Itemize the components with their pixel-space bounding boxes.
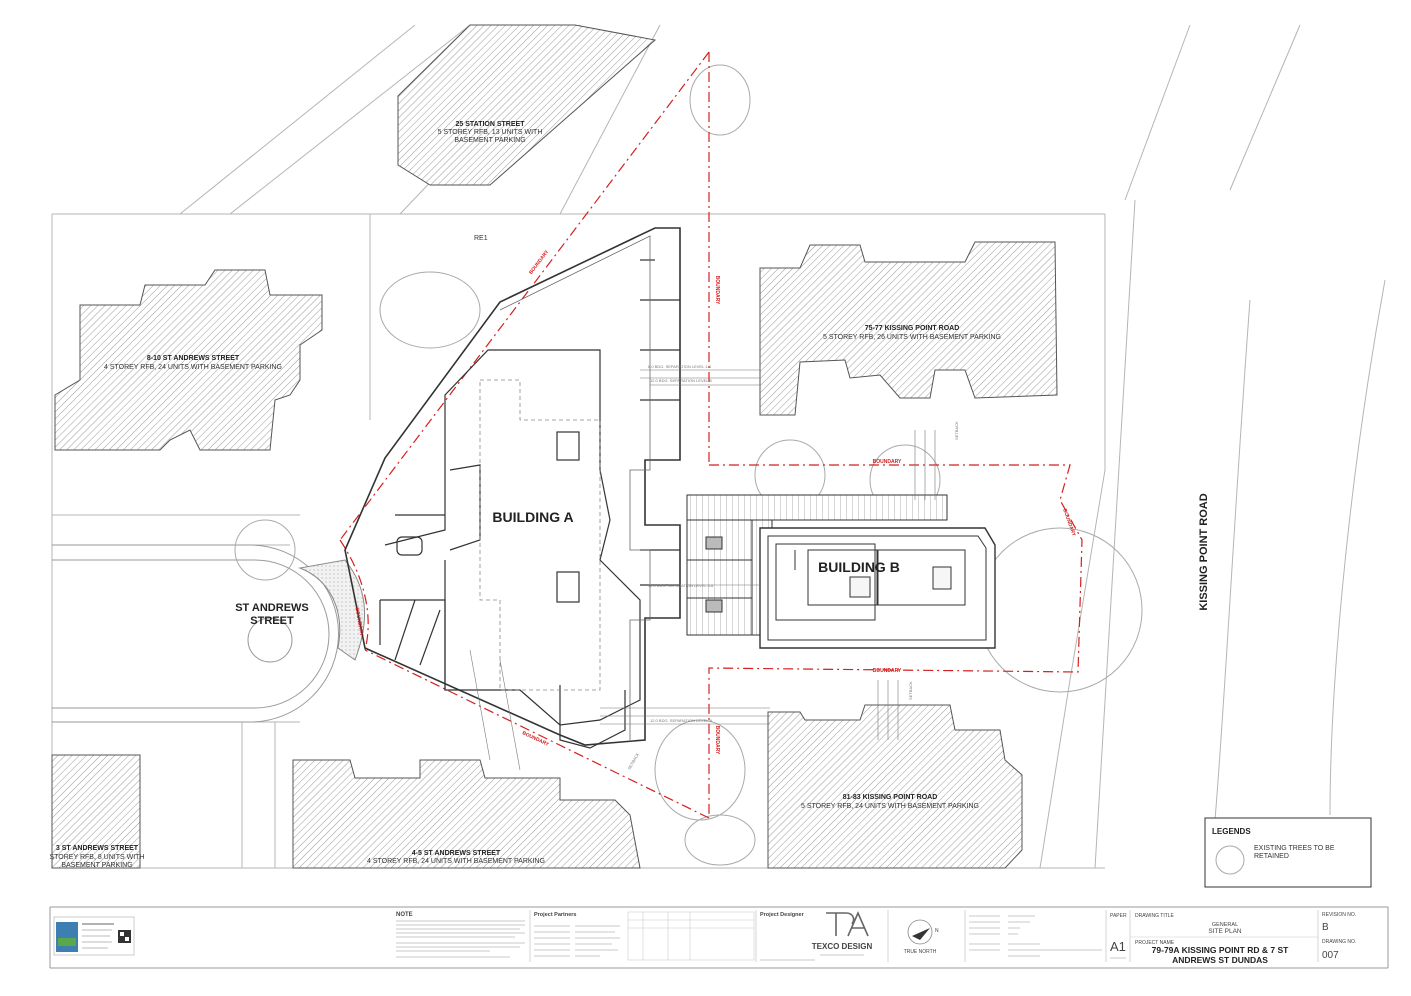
north-label: TRUE NORTH <box>904 949 937 955</box>
qr-code-icon <box>118 930 131 943</box>
label-3-st-andrews: 3 ST ANDREWS STREET <box>56 845 139 852</box>
svg-text:BASEMENT PARKING: BASEMENT PARKING <box>454 137 525 144</box>
svg-text:12.0 BDG. SEPARATION LEVEL 5: 12.0 BDG. SEPARATION LEVEL 5 <box>650 378 713 383</box>
cul-de-sac <box>52 544 366 723</box>
svg-text:GENERAL: GENERAL <box>1212 922 1238 928</box>
tree-symbol-icon <box>1215 845 1245 875</box>
drawing-number: 007 <box>1322 950 1339 961</box>
svg-text:12.0 BDG. SEPARATION LEVEL N: 12.0 BDG. SEPARATION LEVEL N <box>650 718 713 723</box>
label-75-77-kissing-point: 75-77 KISSING POINT ROAD <box>865 325 960 332</box>
north-arrow-icon <box>907 919 933 945</box>
north-letter: N <box>935 928 939 934</box>
note-title: NOTE <box>396 912 413 918</box>
building-4-5-st-andrews <box>292 759 641 869</box>
title-block: NOTE Project Partners Project Designe <box>49 906 1389 969</box>
svg-text:BOUNDARY: BOUNDARY <box>354 607 365 637</box>
building-b-label: BUILDING B <box>818 559 900 575</box>
svg-text:4 STOREY RFB, 24 UNITS WITH BA: 4 STOREY RFB, 24 UNITS WITH BASEMENT PAR… <box>367 858 545 865</box>
svg-text:12.0 BDG. SEPARATION LEVEL 5-6: 12.0 BDG. SEPARATION LEVEL 5-6 <box>648 583 714 588</box>
legend-title: LEGENDS <box>1212 827 1251 836</box>
svg-text:BOUNDARY: BOUNDARY <box>873 668 902 674</box>
site-boundary <box>339 51 1083 819</box>
svg-text:BOUNDARY: BOUNDARY <box>521 730 550 748</box>
revision-number: B <box>1322 922 1329 933</box>
svg-text:BOUNDARY: BOUNDARY <box>1061 508 1077 538</box>
street-label-st-andrews-l2: STREET <box>250 615 294 627</box>
neighbour-buildings <box>51 24 1058 869</box>
svg-text:BOUNDARY: BOUNDARY <box>873 459 902 465</box>
paper-label: PAPER <box>1110 913 1127 919</box>
label-8-10-st-andrews: 8-10 ST ANDREWS STREET <box>147 355 240 362</box>
svg-text:5 STOREY RFB, 26 UNITS WITH BA: 5 STOREY RFB, 26 UNITS WITH BASEMENT PAR… <box>823 334 1001 341</box>
svg-text:SETBACK: SETBACK <box>908 681 913 700</box>
legend: LEGENDS EXISTING TREES TO BE RETAINED <box>1204 817 1372 888</box>
existing-trees <box>234 64 1143 866</box>
dimension-lines <box>469 369 936 771</box>
building-b-plan <box>686 494 996 649</box>
svg-text:5 STOREY RFB, 13 UNITS WITH: 5 STOREY RFB, 13 UNITS WITH <box>438 129 543 136</box>
revision-table <box>627 911 755 961</box>
street-label-kissing-point: KISSING POINT ROAD <box>1198 493 1210 610</box>
label-81-83-kissing-point: 81-83 KISSING POINT ROAD <box>843 794 938 801</box>
drawing-no-label: DRAWING NO. <box>1322 939 1356 945</box>
label-25-station-st: 25 STATION STREET <box>456 121 526 128</box>
svg-text:BOUNDARY: BOUNDARY <box>528 249 550 276</box>
building-81-83-kissing-point <box>767 704 1023 869</box>
svg-text:BOUNDARY: BOUNDARY <box>714 726 720 755</box>
svg-text:STOREY RFB, 8 UNITS WITH: STOREY RFB, 8 UNITS WITH <box>49 854 144 861</box>
svg-text:5 STOREY RFB, 24 UNITS WITH BA: 5 STOREY RFB, 24 UNITS WITH BASEMENT PAR… <box>801 803 979 810</box>
revision-label: REVISION NO. <box>1322 912 1356 918</box>
building-3-st-andrews <box>51 754 141 869</box>
svg-text:BOUNDARY: BOUNDARY <box>714 276 720 305</box>
neighbour-labels: 25 STATION STREET 5 STOREY RFB, 13 UNITS… <box>49 121 1001 869</box>
building-8-10-st-andrews <box>54 269 323 451</box>
legend-item: EXISTING TREES TO BE <box>1254 845 1335 852</box>
svg-text:4 STOREY RFB, 24 UNITS WITH BA: 4 STOREY RFB, 24 UNITS WITH BASEMENT PAR… <box>104 364 282 371</box>
building-a-footprint-dashed <box>479 379 601 691</box>
svg-text:6.0 BDG. SEPARATION LEVEL 1-6: 6.0 BDG. SEPARATION LEVEL 1-6 <box>648 364 712 369</box>
zoning-label-re1: RE1 <box>474 235 488 242</box>
partners-title: Project Partners <box>534 912 577 918</box>
building-75-77-kissing-point <box>759 241 1058 416</box>
certificate-logo-icon <box>56 922 78 952</box>
project-name: 79-79A KISSING POINT RD & 7 ST <box>1152 945 1289 955</box>
building-a-label: BUILDING A <box>492 509 573 525</box>
paper-size: A1 <box>1110 939 1126 954</box>
building-25-station-st <box>397 24 657 186</box>
building-a-plan <box>344 227 681 749</box>
designer-title: Project Designer <box>760 912 805 918</box>
svg-text:BASEMENT PARKING: BASEMENT PARKING <box>61 862 132 869</box>
svg-text:SETBACK: SETBACK <box>954 421 959 440</box>
drawing-title-label: DRAWING TITLE <box>1135 913 1175 919</box>
firm-name: TEXCO DESIGN <box>812 942 873 951</box>
street-label-st-andrews: ST ANDREWS <box>235 602 309 614</box>
drawing-title: SITE PLAN <box>1208 928 1242 935</box>
label-4-5-st-andrews: 4-5 ST ANDREWS STREET <box>412 850 501 857</box>
svg-text:ANDREWS ST DUNDAS: ANDREWS ST DUNDAS <box>1172 955 1268 965</box>
texco-logo-icon <box>826 910 869 937</box>
svg-text:SETBACK: SETBACK <box>627 752 641 771</box>
project-name-label: PROJECT NAME <box>1135 940 1175 946</box>
svg-text:RETAINED: RETAINED <box>1254 853 1289 860</box>
